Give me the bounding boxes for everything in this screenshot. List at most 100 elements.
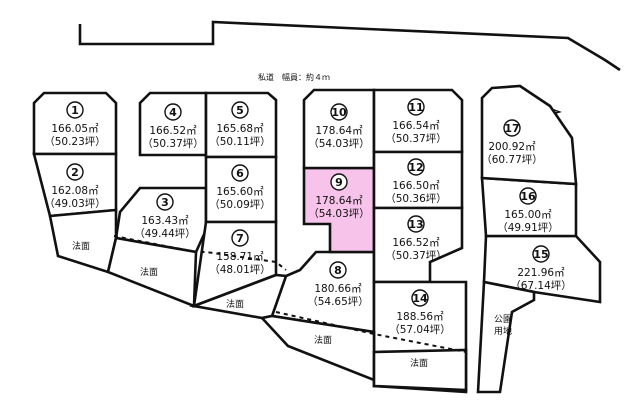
lot-area: 200.92㎡: [488, 141, 536, 153]
lot-number: 11: [408, 101, 423, 114]
lot-17[interactable]: [480, 84, 578, 186]
lot-number: 17: [504, 122, 519, 135]
slope-area-6: [372, 348, 468, 392]
lot-area: 166.52㎡: [392, 237, 440, 249]
slope-label: 法面: [140, 266, 158, 278]
road-edge-line: [78, 20, 621, 72]
slope-label: 法面: [410, 357, 428, 369]
lot-area: 158.71㎡: [216, 251, 264, 263]
lot-5[interactable]: [204, 91, 278, 159]
lot-number-circle: [66, 163, 84, 181]
lot-area: 166.52㎡: [149, 125, 197, 137]
lot-tsubo: （49.03坪）: [44, 197, 106, 210]
lot-tsubo: （54.03坪）: [308, 137, 370, 150]
lot-number-circle: [532, 245, 550, 263]
lot-tsubo: （50.37坪）: [385, 132, 447, 145]
slope-label: 法面: [226, 298, 244, 310]
lot-area: 180.66㎡: [314, 283, 362, 295]
lot-label-4: 4 166.52㎡（50.37坪）: [142, 103, 204, 150]
lot-area: 166.54㎡: [392, 120, 440, 132]
lot-tsubo: （54.03坪）: [308, 207, 370, 220]
lot-number-circle: [329, 261, 347, 279]
lot-number: 12: [408, 161, 423, 174]
lot-area: 178.64㎡: [315, 195, 363, 207]
slope-label: 法面: [314, 334, 332, 346]
lot-number: 1: [71, 104, 79, 117]
lot-number-circle: [330, 103, 348, 121]
lot-label-2: 2 162.08㎡（49.03坪）: [44, 163, 106, 210]
lot-number-circle: [407, 215, 425, 233]
lot-number-circle: [231, 164, 249, 182]
lot-label-12: 12 166.50㎡（50.36坪）: [385, 158, 447, 205]
lot-tsubo: （50.09坪）: [209, 198, 271, 211]
slope-label: 法面: [72, 240, 90, 252]
lot-number: 6: [236, 167, 244, 180]
lot-tsubo: （50.36坪）: [385, 192, 447, 205]
lot-area: 166.05㎡: [51, 123, 99, 135]
lot-label-11: 11 166.54㎡（50.37坪）: [385, 98, 447, 145]
lot-number-circle: [66, 101, 84, 119]
lot-label-1: 1 166.05㎡（50.23坪）: [44, 101, 106, 148]
lot-number-circle: [411, 289, 429, 307]
lot-area: 163.43㎡: [141, 215, 189, 227]
lot-number: 7: [236, 232, 244, 245]
lot-area: 165.60㎡: [216, 186, 264, 198]
lot-number: 14: [412, 292, 428, 305]
lot-label-14: 14 188.56㎡（57.04坪）: [389, 289, 451, 336]
lot-4[interactable]: [138, 91, 208, 157]
slope-boundary-line: [113, 235, 287, 271]
lot-number: 8: [334, 264, 342, 277]
lot-tsubo: （50.37坪）: [385, 249, 447, 262]
lot-labels: 1 166.05㎡（50.23坪） 2 162.08㎡（49.03坪） 3 163.43㎡…: [44, 98, 572, 336]
slope-area-1: [48, 208, 118, 274]
lot-label-17: 17 200.92㎡（60.77坪）: [481, 119, 543, 166]
lot-area: 162.08㎡: [51, 185, 99, 197]
lot-number-circle: [156, 193, 174, 211]
lot-number: 3: [161, 196, 169, 209]
lot-number: 16: [520, 190, 536, 203]
lot-tsubo: （57.04坪）: [389, 323, 451, 336]
lot-label-5: 5 165.68㎡（50.11坪）: [209, 101, 271, 148]
park-label-line-2: 用地: [494, 325, 512, 337]
road-label: 私道 幅員：約４ｍ: [258, 72, 330, 82]
lot-number-circle: [231, 101, 249, 119]
lot-number: 5: [236, 104, 244, 117]
lot-label-13: 13 166.52㎡（50.37坪）: [385, 215, 447, 262]
lot-label-6: 6 165.60㎡（50.09坪）: [209, 164, 271, 211]
lot-area: 166.50㎡: [392, 180, 440, 192]
lot-label-3: 3 163.43㎡（49.44坪）: [134, 193, 196, 240]
park-land: [476, 280, 536, 394]
lot-number: 13: [408, 218, 423, 231]
lot-label-9: 9 178.64㎡（54.03坪）: [308, 173, 370, 220]
lot-tsubo: （50.11坪）: [209, 135, 271, 148]
lot-tsubo: （50.37坪）: [142, 137, 204, 150]
lot-number: 9: [335, 176, 343, 189]
lot-area: 165.68㎡: [216, 123, 264, 135]
lot-tsubo: （49.91坪）: [497, 221, 559, 234]
lot-tsubo: （49.44坪）: [134, 227, 196, 240]
slope-area-3: [189, 273, 288, 320]
lot-number-circle: [330, 173, 348, 191]
lot-10[interactable]: [302, 88, 376, 170]
lot-label-16: 16 165.00㎡（49.91坪）: [497, 187, 559, 234]
lot-number: 2: [71, 166, 79, 179]
park-label-line-1: 公園: [494, 314, 512, 325]
lot-number-circle: [231, 229, 249, 247]
lot-number-circle: [407, 158, 425, 176]
lot-number-circle: [519, 187, 537, 205]
lot-number: 4: [169, 106, 177, 119]
lot-tsubo: （50.23坪）: [44, 135, 106, 148]
lot-11[interactable]: [372, 88, 464, 154]
lot-label-8: 8 180.66㎡（54.65坪）: [307, 261, 369, 308]
lot-number: 15: [533, 248, 548, 261]
lot-area: 188.56㎡: [396, 311, 444, 323]
lot-area: 165.00㎡: [504, 209, 552, 221]
lot-tsubo: （60.77坪）: [481, 153, 543, 166]
lot-tsubo: （54.65坪）: [307, 295, 369, 308]
lot-area: 178.64㎡: [315, 125, 363, 137]
lot-area: 221.96㎡: [517, 267, 565, 279]
